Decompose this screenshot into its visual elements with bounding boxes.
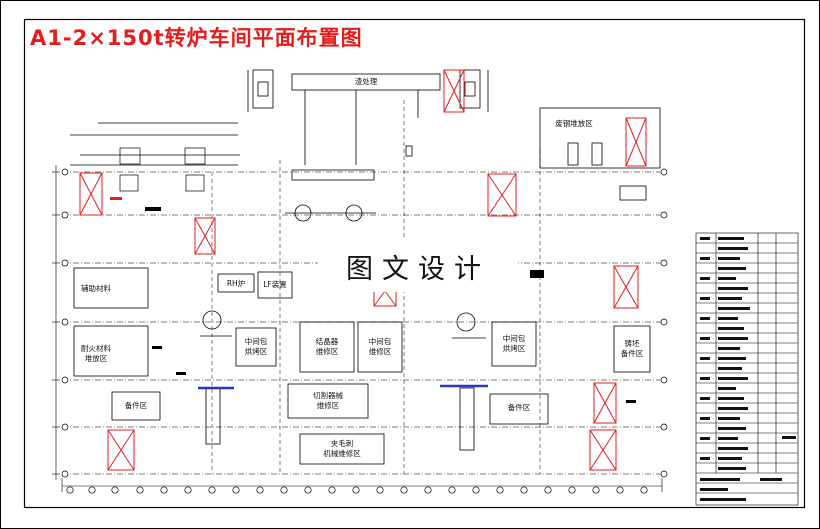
zone-slag-room: 渣处理 xyxy=(354,77,378,86)
markers xyxy=(110,197,636,403)
title-block-fill xyxy=(700,237,796,501)
column-bubbles xyxy=(66,486,648,494)
watermark: 图文设计 xyxy=(318,240,518,292)
axis-bubbles xyxy=(61,168,668,478)
zone-spares-2: 备件区 xyxy=(507,403,531,412)
zone-spares-1: 备件区 xyxy=(124,401,148,410)
drawing-title: A1-2×150t转炉车间平面布置图 xyxy=(30,26,363,50)
slag-room xyxy=(291,73,441,91)
zone-rh-furnace: RH炉 xyxy=(226,279,246,288)
zone-aux-material: 辅助材料 xyxy=(81,284,111,293)
bottom-dimension xyxy=(61,478,663,492)
column-lines xyxy=(211,100,541,474)
zone-roller-repair: 夹毛刺 机械维修区 xyxy=(323,439,361,458)
title-block xyxy=(695,232,799,506)
reserved-areas xyxy=(79,117,647,471)
zone-lf-device: LF装置 xyxy=(263,280,287,289)
zone-boxes xyxy=(73,267,651,465)
drawing-border xyxy=(23,18,806,509)
caster-strands xyxy=(200,310,486,451)
caster-bars xyxy=(198,384,488,390)
converter-row xyxy=(285,107,661,222)
zone-cutter-repair: 切割器械 维修区 xyxy=(313,391,343,410)
grid-lines xyxy=(62,171,664,475)
zone-billet-spares: 铸坯 备件区 xyxy=(620,339,644,358)
zone-ladle-repair: 中间包 维修区 xyxy=(368,337,392,356)
hot-metal-track xyxy=(70,122,240,192)
slag-section xyxy=(247,69,489,165)
reserved-area-top xyxy=(443,69,465,113)
zone-mold-repair: 结晶器 维修区 xyxy=(315,337,339,356)
left-dimension xyxy=(52,165,60,480)
zone-refractory: 耐火材料 堆放区 xyxy=(81,344,111,363)
zone-ladle-bake-2: 中间包 烘烤区 xyxy=(502,334,526,353)
zone-scrap-area: 废钢堆放区 xyxy=(555,119,593,128)
zone-ladle-bake-1: 中间包 烘烤区 xyxy=(244,337,268,356)
